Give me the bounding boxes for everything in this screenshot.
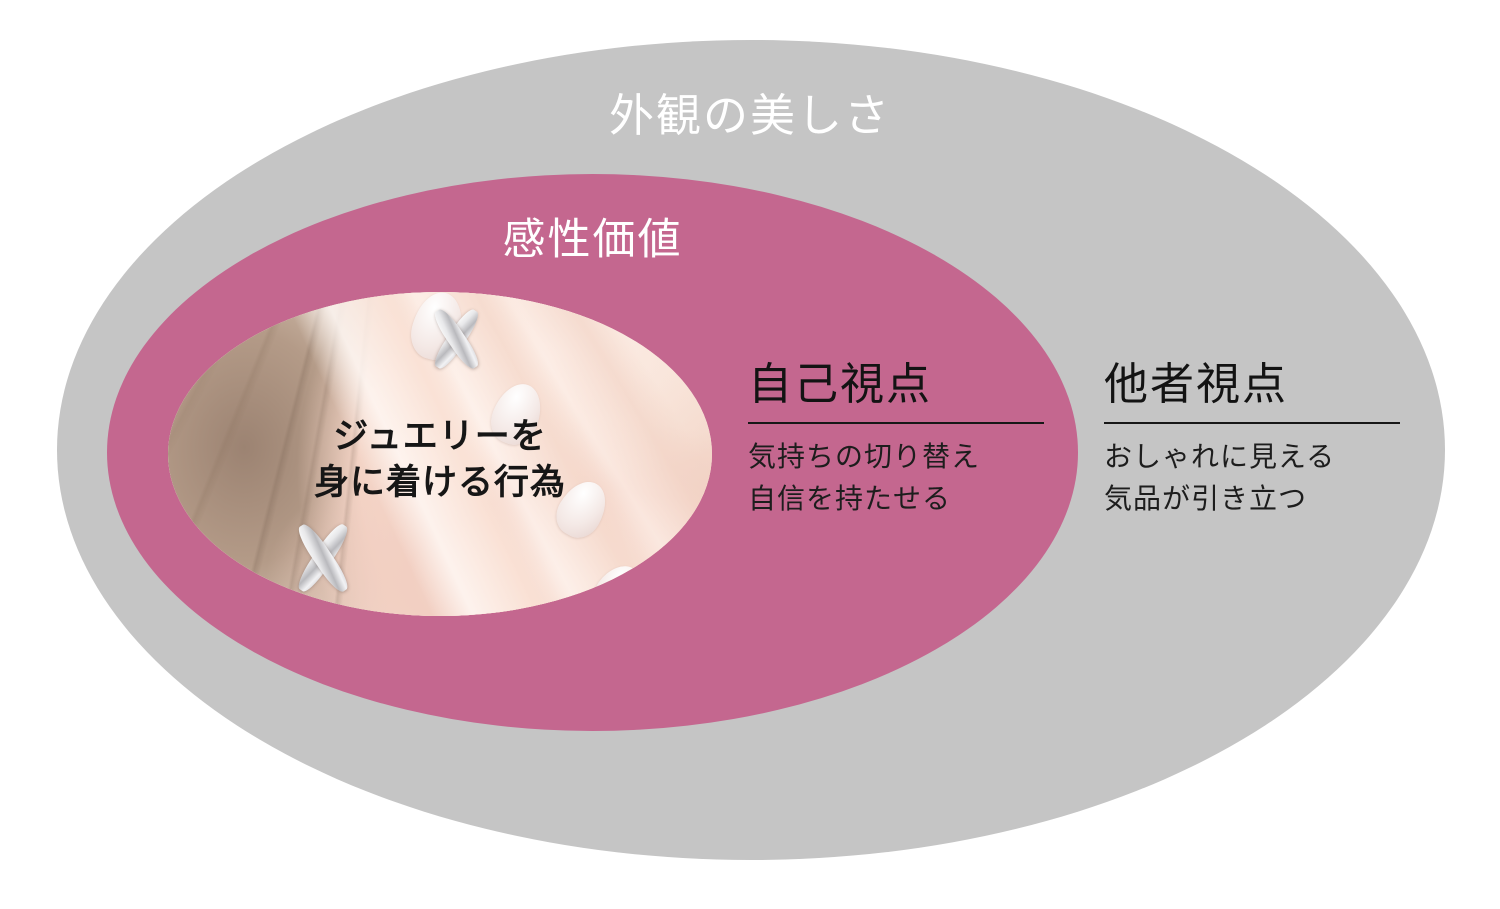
divider-line-other <box>1104 422 1400 425</box>
perspective-block-self: 自己視点 気持ちの切り替え 自信を持たせる <box>748 359 1044 520</box>
inner-ellipse-caption: ジュエリーを 身に着ける行為 <box>313 417 566 504</box>
perspective-heading-other: 他者視点 <box>1104 359 1288 410</box>
x-motif-ring-icon <box>288 519 359 597</box>
x-motif-earring-icon <box>424 305 489 373</box>
divider-line-self <box>748 422 1044 425</box>
inner-ellipse-photo <box>168 292 712 616</box>
middle-ellipse-label: 感性価値 <box>502 215 683 265</box>
perspective-details-self: 気持ちの切り替え 自信を持たせる <box>748 440 981 516</box>
perspective-heading-self: 自己視点 <box>748 359 932 410</box>
perspective-block-other: 他者視点 おしゃれに見える 気品が引き立つ <box>1104 359 1400 520</box>
perspective-details-other: おしゃれに見える 気品が引き立つ <box>1104 440 1336 516</box>
outer-ellipse-label: 外観の美しさ <box>608 89 891 142</box>
